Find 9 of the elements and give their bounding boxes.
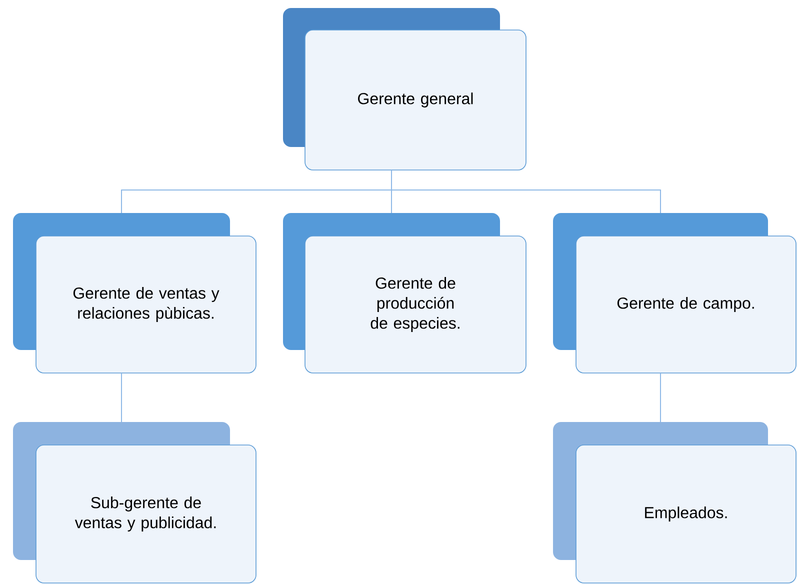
connector-line xyxy=(391,170,661,214)
org-box: Gerente de ventas y relaciones pùbicas. xyxy=(13,213,256,374)
org-box: Empleados. xyxy=(553,422,796,584)
org-box: Gerente general xyxy=(283,8,526,170)
org-box: Sub-gerente de ventas y publicidad. xyxy=(13,422,256,584)
connector-line xyxy=(660,372,661,422)
connector-line xyxy=(121,372,122,422)
org-box: Gerente de campo. xyxy=(553,213,796,374)
org-box: Gerente de producción de especies. xyxy=(283,213,526,374)
